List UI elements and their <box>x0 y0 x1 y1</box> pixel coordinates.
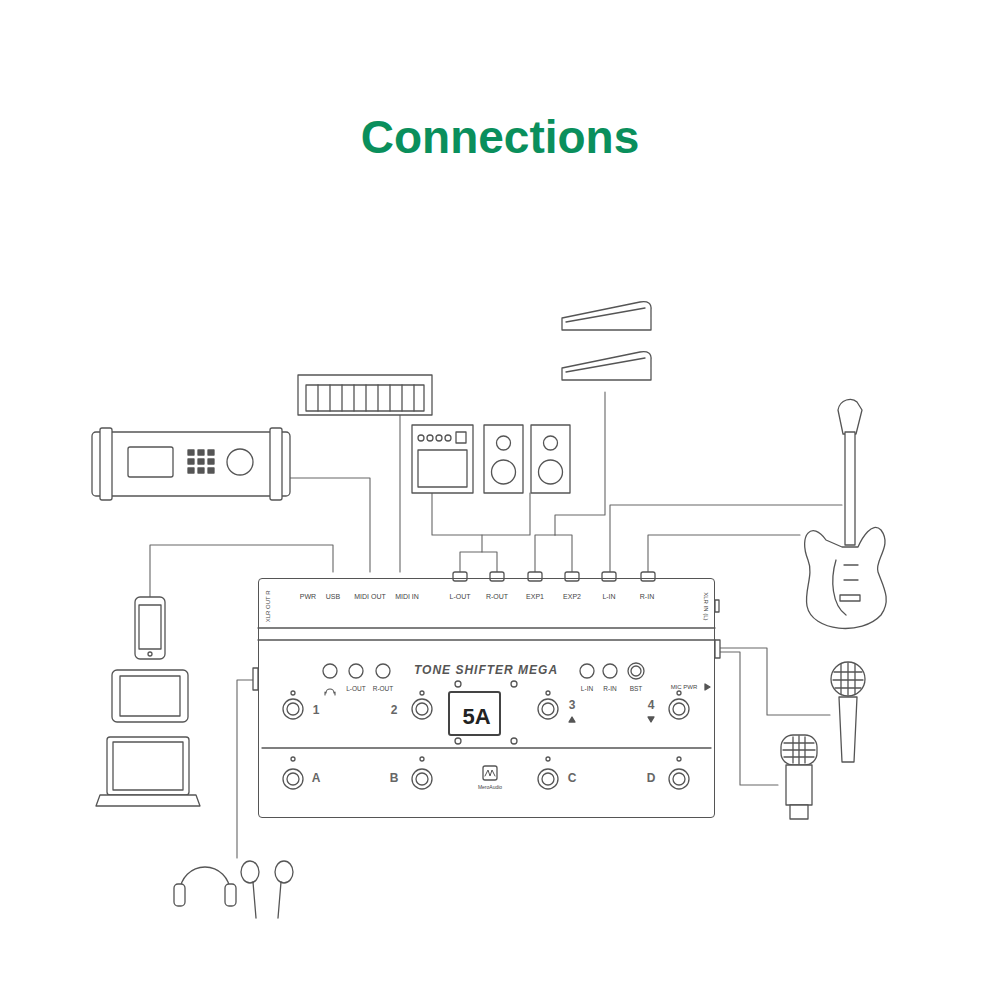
footswitch-letter: D <box>647 772 656 785</box>
computers <box>96 597 200 806</box>
studio-mic <box>781 735 817 819</box>
expression-pedals <box>562 302 651 380</box>
side-port-label: XLR OUT R <box>265 590 272 622</box>
button-label: BST <box>630 685 643 692</box>
display-screen: 5A <box>448 691 501 736</box>
amp-and-speakers <box>412 425 570 493</box>
footswitch-number: 3 <box>569 699 576 712</box>
product-name: TONE SHIFTER MEGA <box>414 664 558 677</box>
midi-keyboard <box>298 375 432 415</box>
port-label: EXP2 <box>563 593 581 601</box>
display-text: 5A <box>462 705 490 729</box>
port-label: R-IN <box>640 593 654 601</box>
button-label: MIC PWR <box>671 684 698 691</box>
brand-logo-text: MeroAudio <box>478 785 502 791</box>
pedal-details <box>253 572 720 789</box>
footswitch-number: 2 <box>391 704 398 717</box>
electric-guitar <box>805 399 887 628</box>
page-title: Connections <box>361 112 640 163</box>
side-port-label: XLR IN (L) <box>703 592 710 620</box>
footswitch-number: 1 <box>313 704 320 717</box>
footswitch-number: 4 <box>648 699 655 712</box>
port-label: L-IN <box>602 593 615 601</box>
knob-label: L-IN <box>581 685 593 692</box>
headphones <box>174 861 293 918</box>
port-label: R-OUT <box>486 593 508 601</box>
footswitch-letter: C <box>568 772 577 785</box>
rack-unit <box>92 428 290 500</box>
pedal-body: TONE SHIFTER MEGA 5A <box>258 578 715 818</box>
footswitch-letter: B <box>390 772 399 785</box>
knob-label: R-OUT <box>373 685 394 692</box>
port-label: MIDI OUT <box>354 593 386 601</box>
port-label: L-OUT <box>450 593 471 601</box>
knob-label: R-IN <box>603 685 616 692</box>
port-label: EXP1 <box>526 593 544 601</box>
port-label: USB <box>326 593 340 601</box>
port-label: MIDI IN <box>395 593 419 601</box>
handheld-mic <box>831 662 865 762</box>
port-label: PWR <box>300 593 316 601</box>
footswitch-letter: A <box>312 772 321 785</box>
knob-label: L-OUT <box>346 685 366 692</box>
